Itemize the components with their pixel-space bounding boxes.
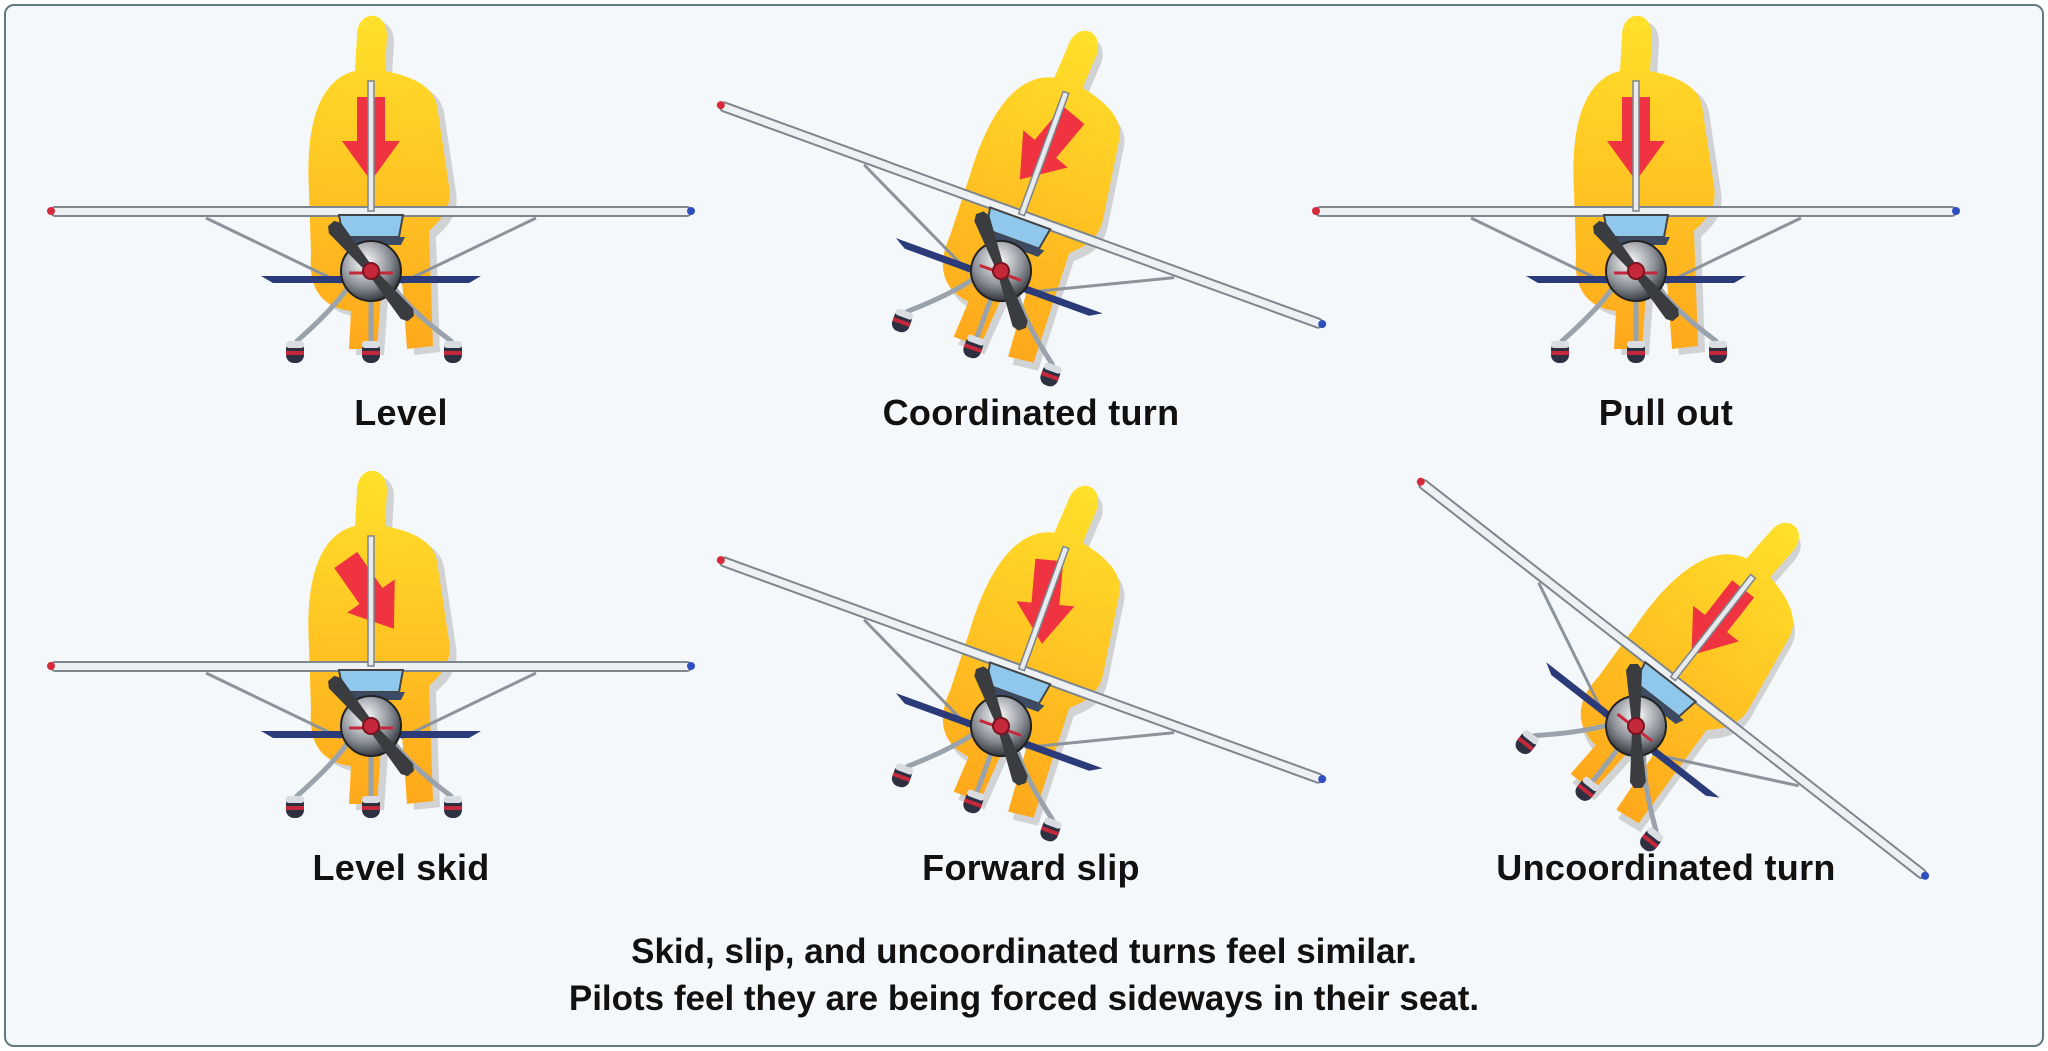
panel-uncoordinated-turn: Uncoordinated turn <box>1336 477 1996 941</box>
force-arrow-icon <box>1019 106 1085 180</box>
wheel-icon <box>1040 817 1062 842</box>
level-skid-illustration <box>47 470 695 818</box>
panel-level: Level <box>47 15 731 486</box>
wheel-icon <box>1515 730 1539 755</box>
aircraft-scene <box>716 30 1327 387</box>
propeller-icon <box>1593 220 1679 322</box>
wheel-icon <box>963 334 985 359</box>
panel-label: Uncoordinated turn <box>1496 847 1836 888</box>
wheel-icon <box>286 796 304 818</box>
wheel-icon <box>1627 341 1645 363</box>
aircraft-scene <box>1312 15 1960 363</box>
force-arrow-icon <box>334 551 395 629</box>
wheel-icon <box>1040 362 1062 387</box>
wheel-icon <box>362 341 380 363</box>
uncoordinated-turn-illustration <box>1416 477 1930 880</box>
panel-label: Level skid <box>312 847 490 888</box>
wheel-icon <box>286 341 304 363</box>
wheel-icon <box>1640 827 1664 852</box>
panel-coordinated-turn: Coordinated turn <box>701 26 1361 486</box>
pull-out-illustration <box>1312 15 1960 363</box>
wheel-icon <box>963 789 985 814</box>
caption-line-1: Skid, slip, and uncoordinated turns feel… <box>631 932 1417 971</box>
caption: Skid, slip, and uncoordinated turns feel… <box>6 928 2042 1022</box>
panel-pull-out: Pull out <box>1312 15 1996 486</box>
aircraft-scene <box>1416 477 1930 880</box>
propeller-icon <box>328 220 414 322</box>
aircraft-scene <box>47 470 695 818</box>
coordinated-turn-illustration <box>716 30 1327 387</box>
aircraft-scene <box>716 485 1327 842</box>
diagram-frame: Level Coordinated turn Pull out Level sk… <box>4 4 2044 1047</box>
wheel-icon <box>444 796 462 818</box>
propeller-icon <box>974 211 1028 331</box>
wheel-icon <box>1575 776 1599 801</box>
wheel-icon <box>891 308 914 333</box>
wheel-icon <box>1551 341 1569 363</box>
panel-label: Pull out <box>1598 392 1734 433</box>
wheel-icon <box>891 763 914 788</box>
caption-line-2: Pilots feel they are being forced sidewa… <box>568 979 1480 1018</box>
propeller-icon <box>1626 663 1646 789</box>
propeller-icon <box>328 675 414 777</box>
wheel-icon <box>362 796 380 818</box>
aircraft-scene <box>47 15 695 363</box>
panel-label: Level <box>354 392 448 433</box>
panel-forward-slip: Forward slip <box>701 481 1361 941</box>
panel-level-skid: Level skid <box>47 470 731 941</box>
panel-label: Coordinated turn <box>882 392 1180 433</box>
forward-slip-illustration <box>716 485 1327 842</box>
level-illustration <box>47 15 695 363</box>
wheel-icon <box>1709 341 1727 363</box>
wheel-icon <box>444 341 462 363</box>
panel-label: Forward slip <box>922 847 1140 888</box>
propeller-icon <box>974 666 1028 786</box>
